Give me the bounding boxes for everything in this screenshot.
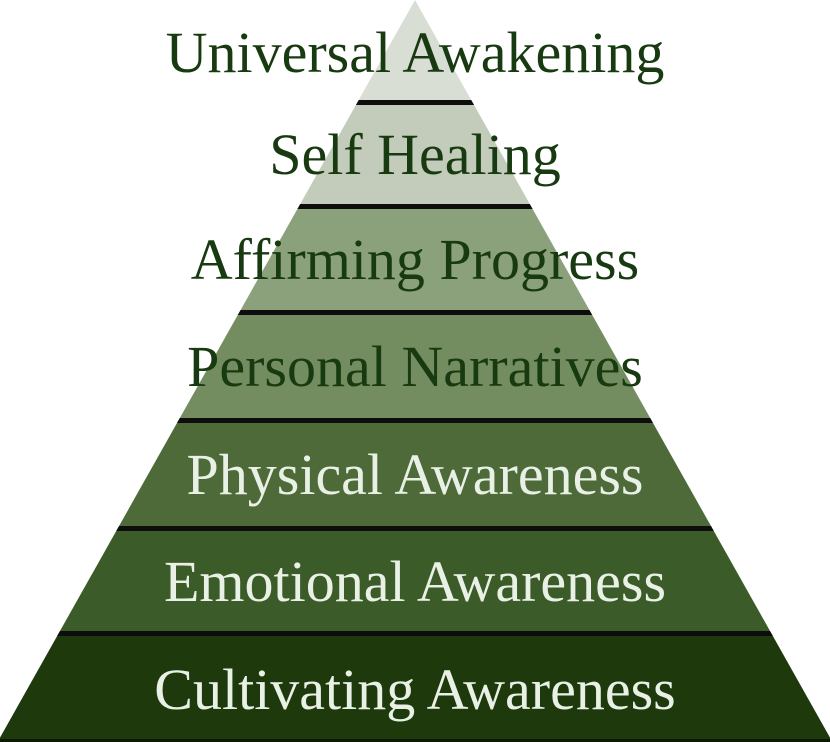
pyramid-level-label-3: Affirming Progress bbox=[190, 227, 640, 292]
pyramid-level-label-1: Universal Awakening bbox=[165, 20, 665, 85]
pyramid-band-6 bbox=[0, 526, 830, 631]
pyramid-band-7 bbox=[0, 631, 830, 742]
pyramid-level-label-6: Emotional Awareness bbox=[163, 548, 667, 614]
pyramid-level-label-2: Self Healing bbox=[269, 122, 561, 187]
pyramid-level-label-4: Personal Narratives bbox=[187, 334, 643, 399]
pyramid-level-label-5: Physical Awareness bbox=[186, 442, 644, 507]
pyramid-level-label-7: Cultivating Awareness bbox=[154, 656, 676, 722]
